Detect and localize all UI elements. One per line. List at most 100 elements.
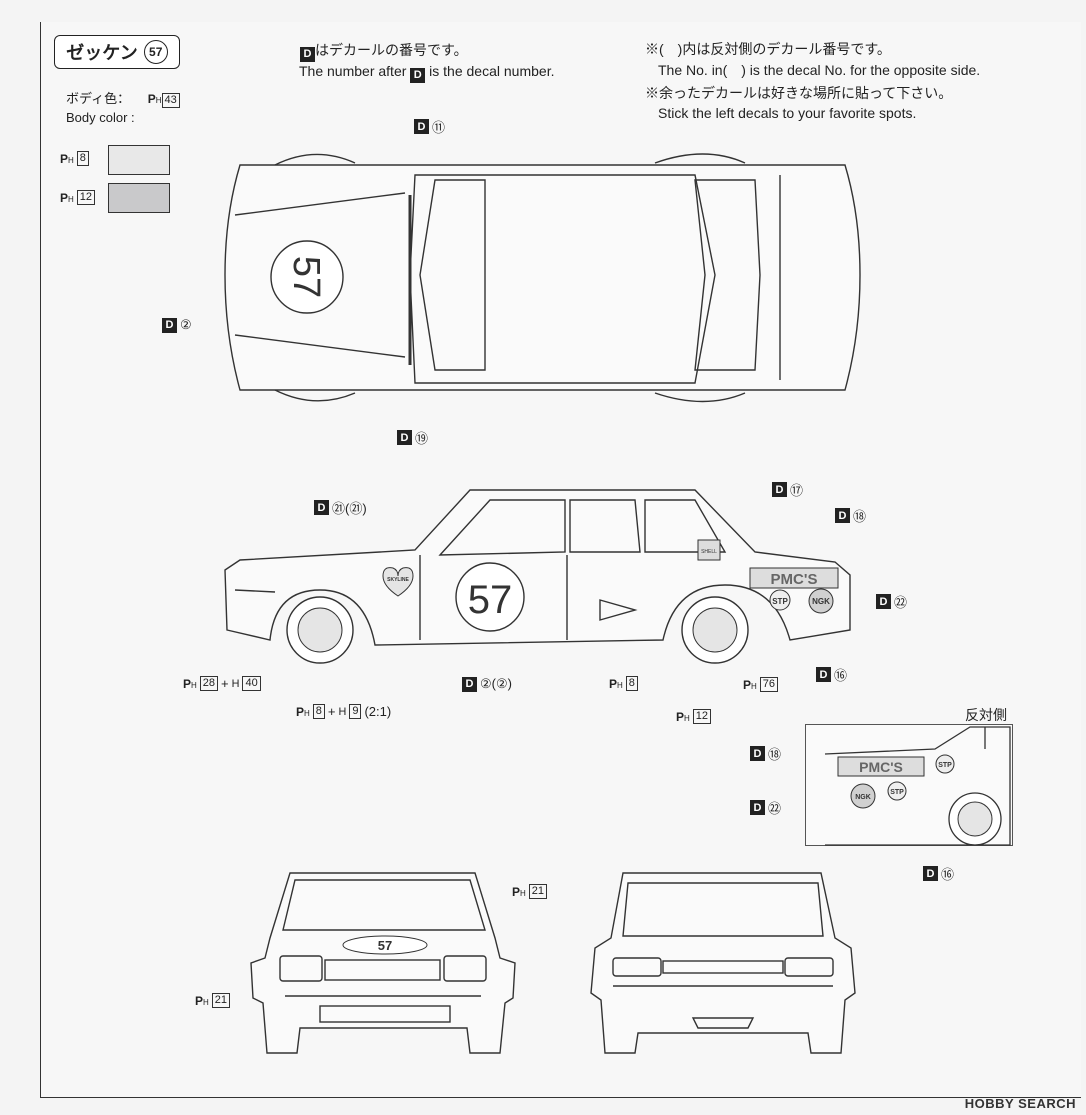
decal-number: ②: [180, 317, 192, 332]
top-number-text: 57: [285, 256, 327, 298]
ph-p: P: [60, 151, 69, 166]
shell-decal: [697, 539, 721, 561]
stp-decal: [769, 589, 791, 611]
ph-p: P: [676, 709, 685, 724]
paint-code-ph: PH: [60, 152, 74, 166]
decal-d-icon: D: [816, 667, 831, 682]
ngk-text: NGK: [812, 597, 830, 606]
swatch-code: 12: [76, 190, 96, 205]
decal-d-icon: D: [314, 500, 329, 515]
decal-note-en: The number after D is the decal number.: [299, 61, 554, 83]
body-color-jp: ボディ色：: [66, 91, 131, 106]
front-number-text: 57: [378, 938, 392, 953]
decal-d-icon: D: [414, 119, 429, 134]
decal-d-icon: D: [876, 594, 891, 609]
paint-code: 12: [692, 709, 712, 724]
race-number-badge: 57: [143, 40, 168, 64]
leftover-note-en: Stick the left decals to your favorite s…: [658, 105, 917, 121]
ph-h: H: [155, 96, 162, 105]
decal-number: ⑱: [853, 509, 867, 524]
opposite-side-inset: PMC'S STP STP NGK: [805, 724, 1013, 846]
page-title: ゼッケン 57: [54, 35, 180, 69]
pmcs-text: PMC'S: [771, 571, 818, 588]
decal-number: ⑱: [768, 747, 782, 762]
decal-number: ②(②): [480, 676, 512, 691]
ph-h: H: [68, 194, 74, 204]
ph-p: P: [147, 92, 156, 106]
ph-h: H: [304, 708, 310, 718]
paint-code-ph: PH: [183, 677, 197, 691]
paint-code-ph: PH: [512, 885, 526, 899]
decal-d-icon: D: [750, 800, 765, 815]
decal-d-icon: D: [750, 746, 765, 761]
ph-p: P: [512, 884, 521, 899]
decal-d-icon: D: [397, 430, 412, 445]
decal-note-en-b: is the decal number.: [429, 63, 555, 79]
paint-code: 9: [349, 704, 362, 719]
top-number-circle: [270, 240, 344, 314]
leftover-note-jp: ※余ったデカールは好きな場所に貼って下さい。: [645, 85, 953, 101]
title-text: ゼッケン: [66, 43, 138, 63]
decal-d-icon: D: [162, 317, 177, 333]
ph-h: H: [231, 677, 240, 690]
decal-number: ⑲: [415, 431, 429, 446]
car-side-view: 57 PMC'S STP NGK SHELL SKYLINE: [224, 489, 851, 664]
ph-p: P: [195, 993, 204, 1008]
stp-text-inset: STP: [938, 762, 952, 769]
paint-code: 21: [211, 993, 231, 1008]
side-number-circle: [455, 562, 525, 632]
ph-h: H: [617, 680, 623, 690]
paint-code-ph: PH: [60, 191, 74, 205]
body-color-en: Body color :: [66, 110, 135, 125]
opposite-note-jp: ※( )内は反対側のデカール番号です。: [645, 41, 891, 57]
decal-note-jp-text: はデカールの番号です。: [315, 42, 468, 58]
decal-d-icon: D: [300, 46, 315, 62]
car-rear-view: [590, 872, 856, 1054]
decal-number: ㉒: [768, 801, 782, 816]
paint-code: 8: [312, 704, 325, 719]
decal-d-icon: D: [923, 866, 938, 881]
paint-code-ph: PH: [148, 92, 162, 106]
decal-number: ⑯: [834, 668, 848, 683]
ngk-decal: [808, 588, 834, 614]
side-number-text: 57: [468, 578, 513, 622]
ph-h: H: [684, 713, 690, 723]
ph-p: P: [609, 676, 618, 691]
ph-p: P: [60, 190, 69, 205]
decal-number: ㉒: [894, 595, 908, 610]
ph-h: H: [203, 997, 209, 1007]
decal-note-en-a: The number after: [299, 63, 407, 79]
car-front-view: 57: [250, 872, 516, 1054]
watermark: HOBBY SEARCH: [964, 1096, 1076, 1111]
decal-d-icon: D: [410, 67, 426, 83]
paint-code: 76: [759, 677, 779, 692]
skyline-text: SKYLINE: [387, 577, 409, 583]
ph-h: H: [191, 680, 197, 690]
ph-h: H: [338, 705, 347, 718]
stp-text-inset-2: STP: [890, 789, 904, 796]
paint-code-ph: PH: [609, 677, 623, 691]
skyline-heart-decal: [382, 567, 414, 597]
paint-code-ph: PH: [195, 994, 209, 1008]
decal-d-icon: D: [835, 508, 850, 523]
paint-code: 8: [625, 676, 638, 691]
decal-number: ⑪: [432, 120, 446, 135]
